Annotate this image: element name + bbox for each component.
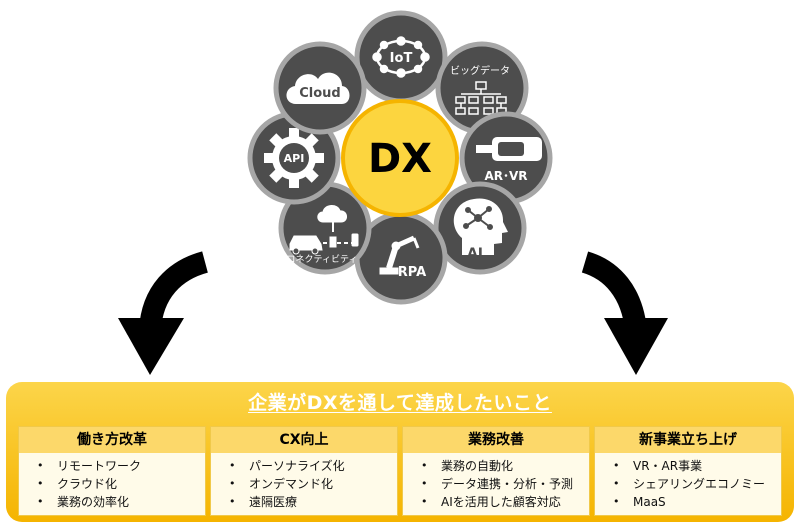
list-item: MaaS [613,493,781,511]
node-api: API [247,111,341,205]
goals-title: 企業がDXを通して達成したいこと [248,392,552,414]
list-item: リモートワーク [37,457,205,475]
center-label: DX [368,136,432,182]
goal-card-title: 働き方改革 [19,427,205,453]
goal-card-title: CX向上 [211,427,397,453]
iot-label: IoT [390,51,413,66]
bigdata-label: ビッグデータ [450,64,510,77]
node-arvr: AR･VR [459,111,553,205]
list-item: クラウド化 [37,475,205,493]
ai-label: AI [467,246,483,262]
list-item: AIを活用した顧客対応 [421,493,589,511]
goal-card-list: リモートワーク クラウド化 業務の効率化 [19,457,205,511]
rpa-label: RPA [398,265,426,280]
goal-card-operations: 業務改善 業務の自動化 データ連携・分析・予測 AIを活用した顧客対応 [402,426,590,516]
left-down-arrow [118,251,209,375]
list-item: データ連携・分析・予測 [421,475,589,493]
connectivity-label: コネクティビティ [287,254,358,265]
goal-card-title: 新事業立ち上げ [595,427,781,453]
node-cloud: Cloud [273,41,367,135]
goal-card-list: パーソナライズ化 オンデマンド化 遠隔医療 [211,457,397,511]
goal-card-cx: CX向上 パーソナライズ化 オンデマンド化 遠隔医療 [210,426,398,516]
list-item: 業務の自動化 [421,457,589,475]
network-cloud-icon [372,36,430,78]
dx-diagram: IoT ビッグデータ AR･VR [118,10,668,375]
cloud-icon [286,72,350,104]
list-item: パーソナライズ化 [229,457,397,475]
goal-card-list: VR・AR事業 シェアリングエコノミー MaaS [595,457,781,511]
node-connectivity: コネクティビティ [278,181,372,275]
cloud-label: Cloud [299,86,341,101]
car-cloud-icon [289,205,359,255]
list-item: オンデマンド化 [229,475,397,493]
node-bigdata: ビッグデータ [435,41,529,135]
gear-icon [264,128,324,188]
data-tree-icon [455,81,507,115]
api-label: API [284,152,305,165]
robot-arm-icon [379,235,420,275]
list-item: VR・AR事業 [613,457,781,475]
ai-head-icon [453,198,508,255]
goal-card-new-business: 新事業立ち上げ VR・AR事業 シェアリングエコノミー MaaS [594,426,782,516]
goal-card-title: 業務改善 [403,427,589,453]
list-item: 遠隔医療 [229,493,397,511]
node-iot: IoT [354,10,448,104]
goal-card-work-style: 働き方改革 リモートワーク クラウド化 業務の効率化 [18,426,206,516]
list-item: 業務の効率化 [37,493,205,511]
list-item: シェアリングエコノミー [613,475,781,493]
center-node: DX [341,99,459,217]
right-down-arrow [581,251,668,375]
goal-card-list: 業務の自動化 データ連携・分析・予測 AIを活用した顧客対応 [403,457,589,511]
vr-headset-icon [476,137,542,161]
node-ai: AI [433,181,527,275]
arvr-label: AR･VR [484,169,527,183]
